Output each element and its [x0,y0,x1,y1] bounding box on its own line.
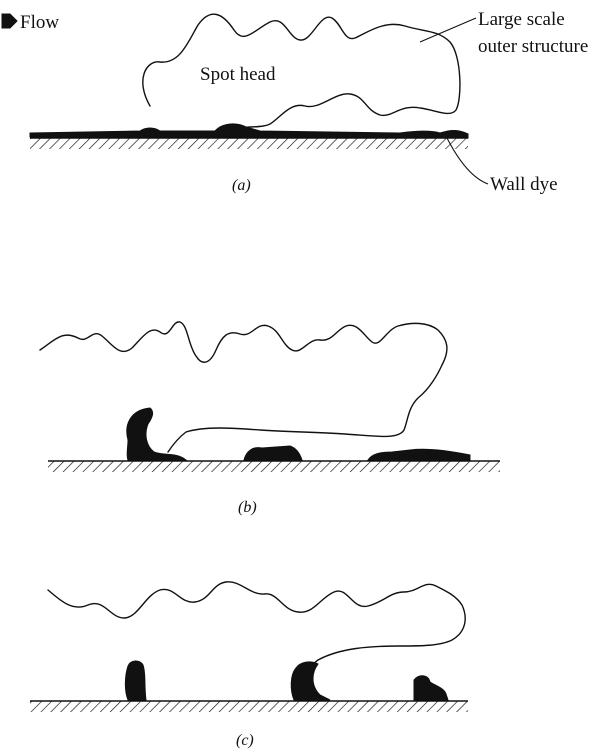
caption-b: (b) [238,499,257,516]
wall-a [30,138,468,149]
flow-arrow-icon [2,14,17,28]
caption-c: (c) [236,732,254,749]
dye-blob-c1 [125,661,146,700]
outer-structure-label-line2: outer structure [478,36,588,57]
outer-structure-outline-b [40,322,447,452]
outer-structure-outline-a [143,14,460,128]
spot-head-label: Spot head [200,64,276,85]
wall-b [48,461,500,472]
wall-c [30,701,468,712]
dye-blob-c3 [414,676,448,700]
dye-streak-b2 [244,446,302,460]
panel-a: Spot head Large scale outer structure Wa… [30,9,588,195]
wall-dye-label: Wall dye [490,174,558,195]
outer-structure-leader [420,18,476,42]
dye-mushroom-c2 [291,662,330,700]
caption-a: (a) [232,177,251,194]
outer-structure-outline-c [48,582,465,676]
panel-b: (b) [40,322,500,516]
dye-mushroom-b1 [127,408,186,460]
dye-streak-b3 [368,449,470,460]
panel-c: (c) [30,582,468,749]
outer-structure-label-line1: Large scale [478,9,565,30]
flow-indicator: Flow [2,12,59,33]
flow-label: Flow [20,12,59,33]
wall-dye-layer-a [30,124,468,138]
